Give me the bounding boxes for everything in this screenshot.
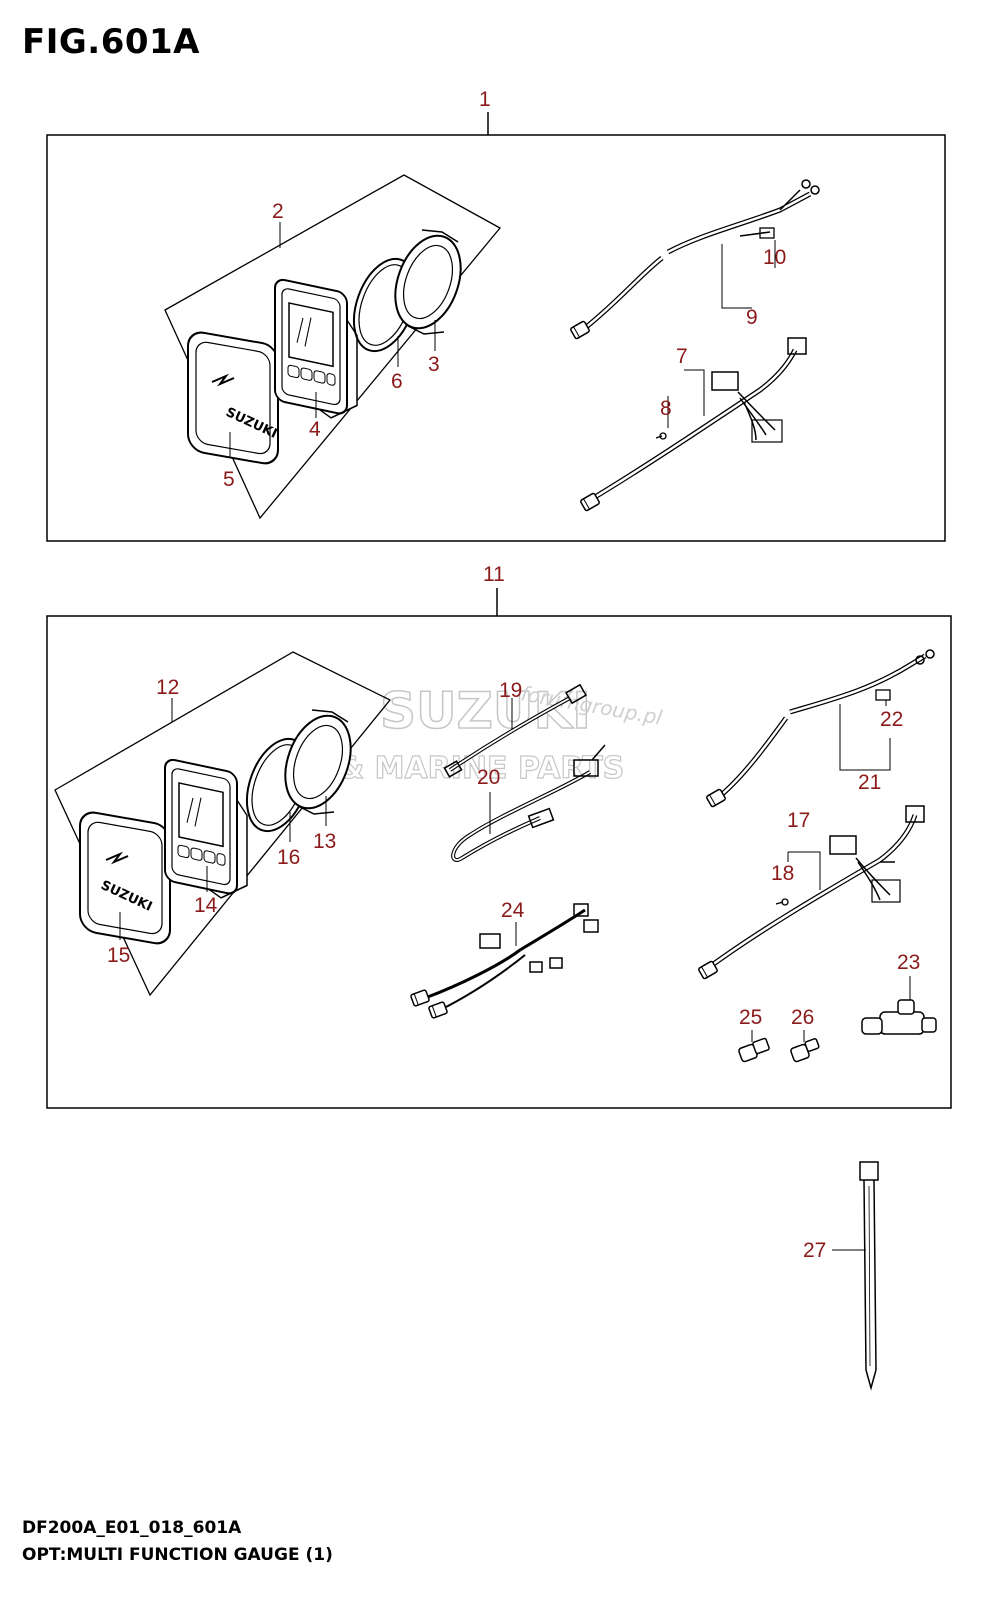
nut-3 xyxy=(382,225,474,339)
gauge-14 xyxy=(163,756,249,905)
callout-10: 10 xyxy=(763,246,786,269)
figure-caption: OPT:MULTI FUNCTION GAUGE (1) xyxy=(22,1545,333,1565)
callout-11: 11 xyxy=(483,563,505,586)
harness-17 xyxy=(697,805,925,980)
terminator-26 xyxy=(790,1030,820,1063)
callout-18: 18 xyxy=(771,862,794,885)
cable-tie-27 xyxy=(832,1161,879,1391)
callouts: 1 2 3 4 5 6 7 8 9 10 11 12 13 14 15 16 1… xyxy=(107,88,920,1262)
lower-kit-box: SUZUKI xyxy=(46,588,952,1109)
callout-22: 22 xyxy=(880,708,903,731)
callout-1: 1 xyxy=(479,88,491,111)
bezel-15: SUZUKI xyxy=(78,808,172,947)
callout-6: 6 xyxy=(391,370,403,393)
upper-kit-box: SUZUKI xyxy=(46,112,946,542)
callout-3: 3 xyxy=(428,353,440,376)
cable-19 xyxy=(443,683,587,778)
figure-title: FIG.601A xyxy=(22,22,200,62)
callout-21: 21 xyxy=(858,771,881,794)
callout-5: 5 xyxy=(223,468,235,491)
model-code: DF200A_E01_018_601A xyxy=(22,1518,242,1538)
watermark-brand: SUZUKI xyxy=(380,682,591,740)
bezel-5: SUZUKI xyxy=(186,328,279,467)
callout-9: 9 xyxy=(746,306,758,329)
callout-12: 12 xyxy=(156,676,179,699)
harness-24 xyxy=(409,903,599,1020)
callout-2: 2 xyxy=(272,200,284,223)
callout-14: 14 xyxy=(194,894,218,917)
callout-17: 17 xyxy=(787,809,810,832)
callout-8: 8 xyxy=(660,397,672,420)
nut-13 xyxy=(272,705,364,819)
callout-20: 20 xyxy=(477,766,500,789)
callout-25: 25 xyxy=(739,1006,762,1029)
callout-16: 16 xyxy=(277,846,300,869)
t-connector-23 xyxy=(861,976,937,1035)
harness-7 xyxy=(579,337,807,512)
callout-26: 26 xyxy=(791,1006,814,1029)
callout-13: 13 xyxy=(313,830,336,853)
harness-21 xyxy=(705,649,935,808)
callout-15: 15 xyxy=(107,944,130,967)
harness-9 xyxy=(569,179,820,340)
callout-23: 23 xyxy=(897,951,920,974)
callout-7: 7 xyxy=(676,345,688,368)
cap-25 xyxy=(738,1030,770,1063)
callout-19: 19 xyxy=(499,679,522,702)
callout-4: 4 xyxy=(309,418,321,441)
callout-27: 27 xyxy=(803,1239,826,1262)
callout-24: 24 xyxy=(501,899,525,922)
cable-20 xyxy=(451,744,606,862)
